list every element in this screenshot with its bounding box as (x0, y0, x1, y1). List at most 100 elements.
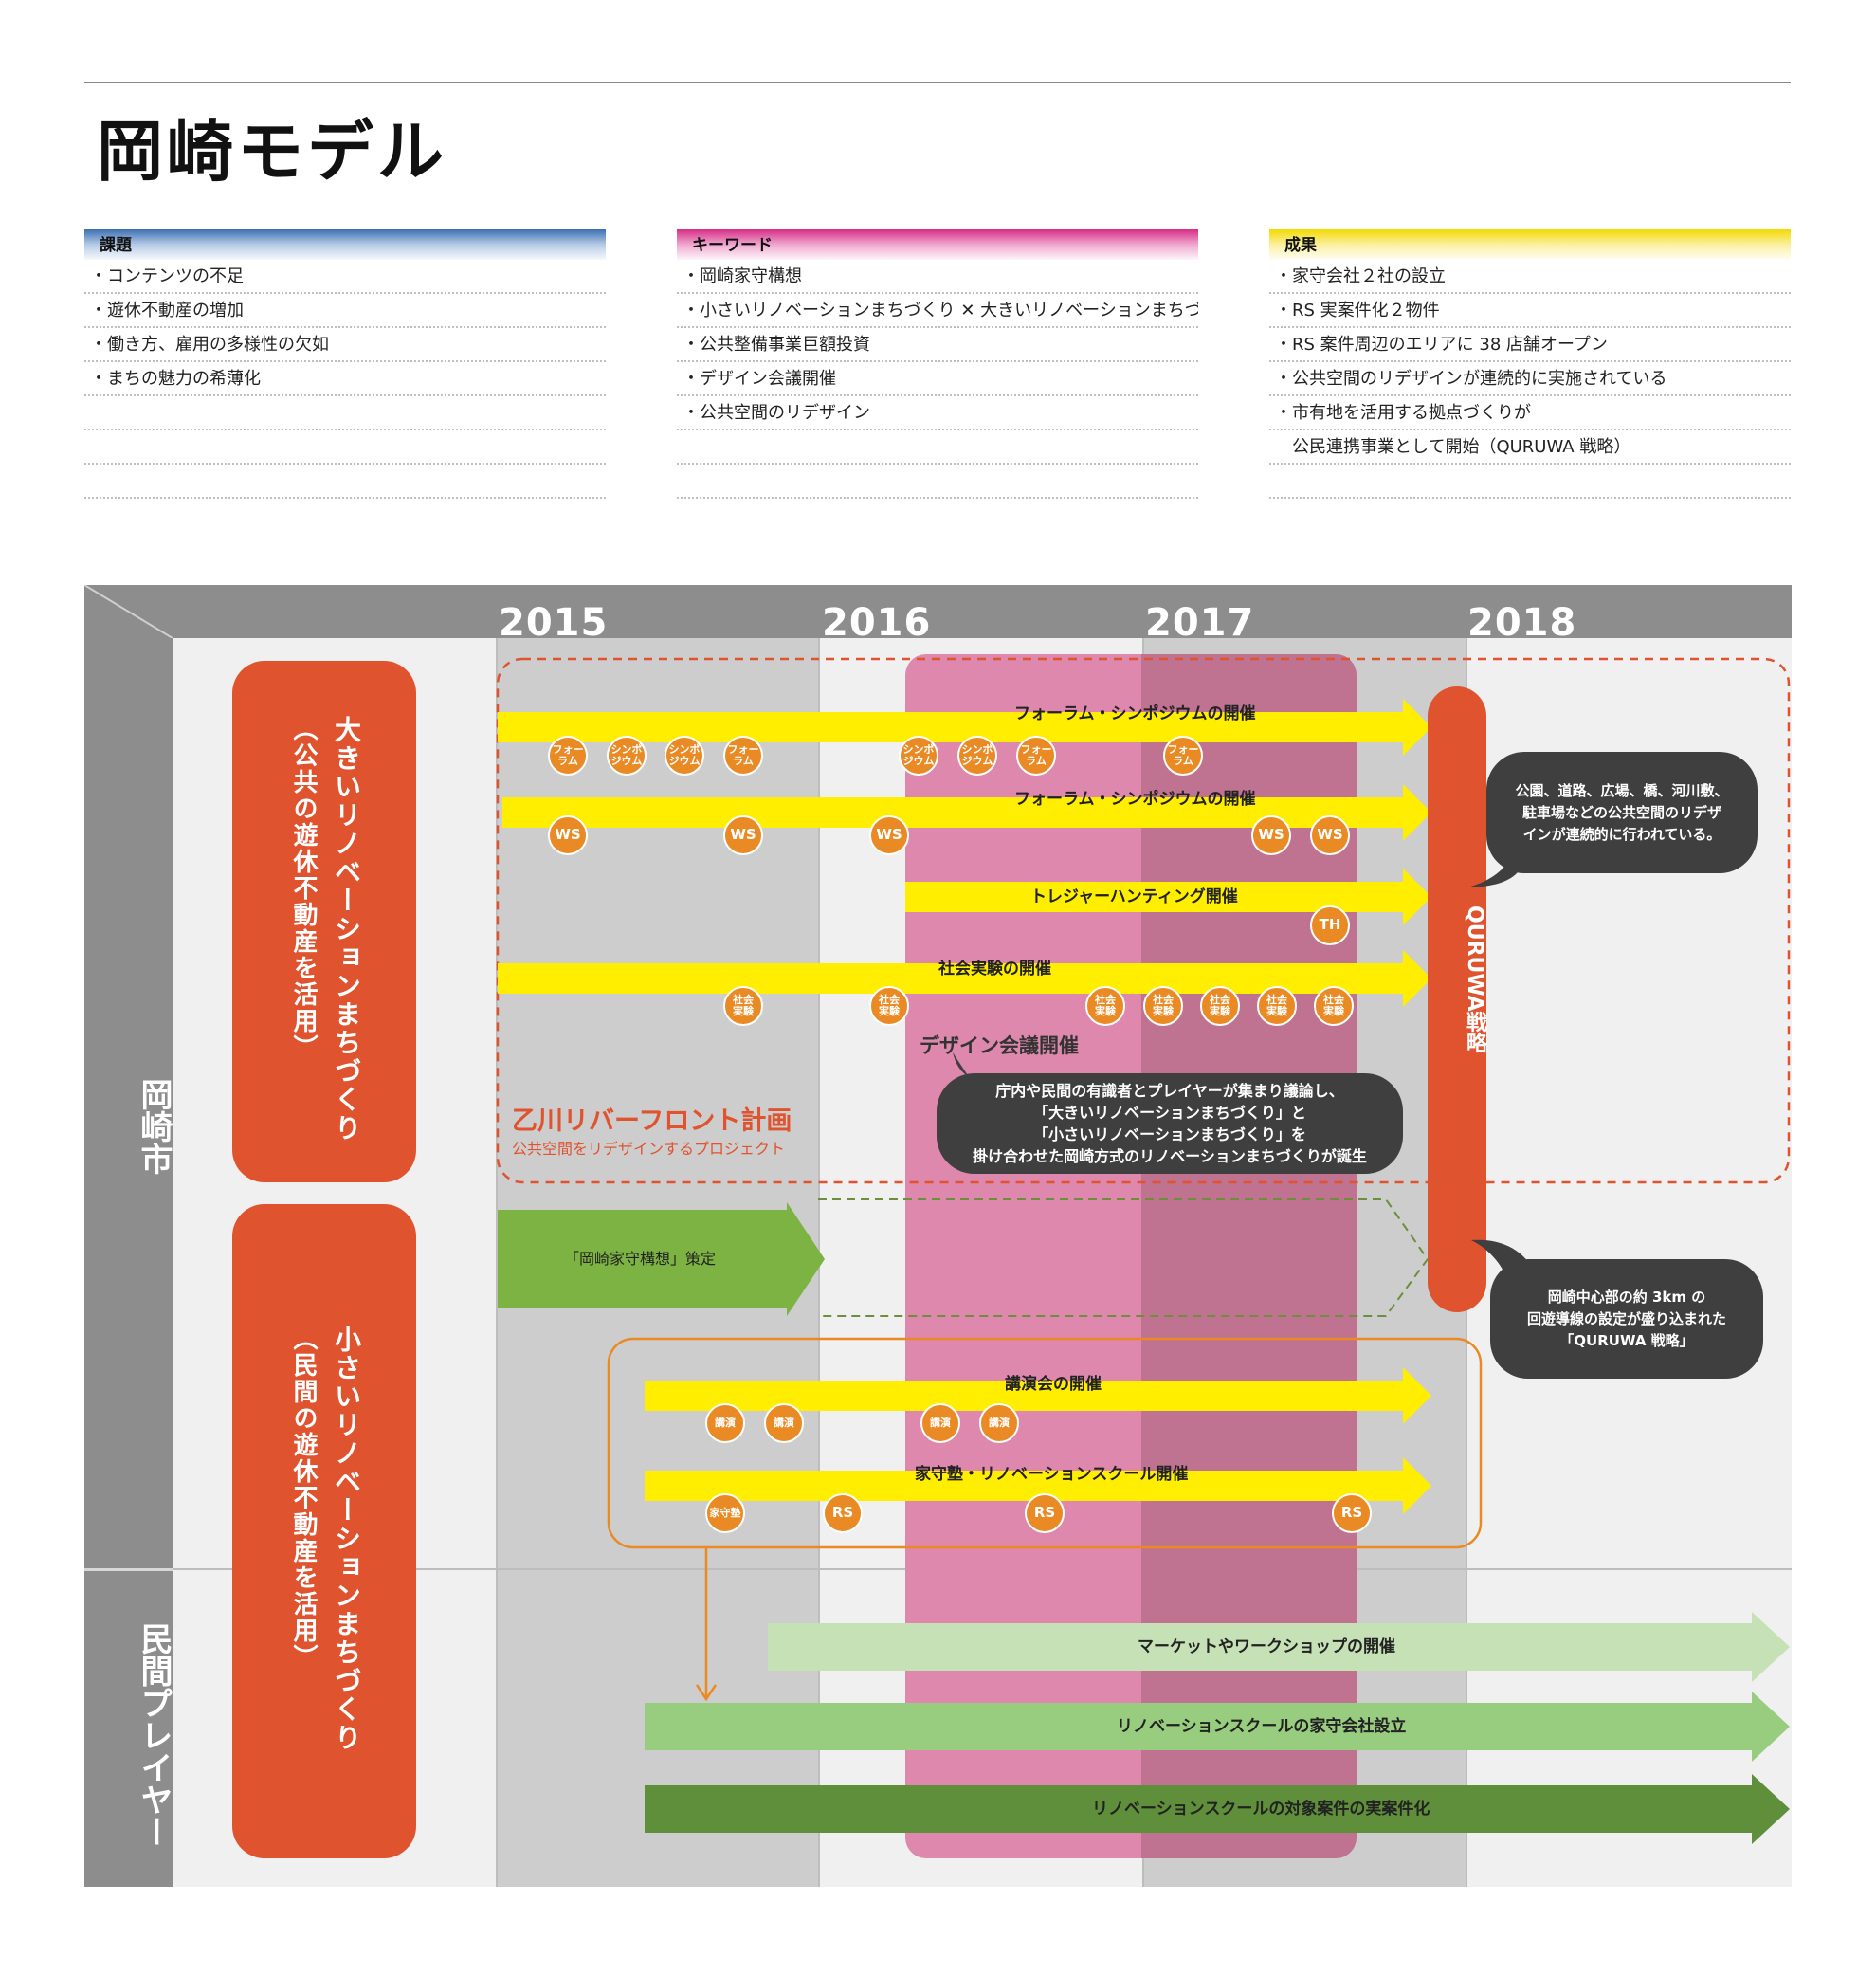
big-renovation-title: 大きいリノベーションまちづくり (331, 716, 362, 1143)
dot-lecture: 講演 (979, 1403, 1019, 1443)
issues-item: ・まちの魅力の希薄化 (84, 362, 606, 396)
dot-lecture: 講演 (705, 1403, 745, 1443)
issues-item: ・遊休不動産の増加 (84, 294, 606, 328)
results-header: 成果 (1269, 229, 1791, 260)
keywords-item: ・小さいリノベーションまちづくり ✕ 大きいリノベーションまちづくり (677, 294, 1198, 328)
keywords-item (677, 430, 1198, 465)
arrow-forum-symposium-2-label: フォーラム・シンポジウムの開催 (1014, 790, 1256, 809)
year-2017: 2017 (1145, 601, 1255, 645)
results-column: 成果 ・家守会社２社の設立 ・RS 実案件化２物件 ・RS 案件周辺のエリアに … (1269, 229, 1791, 499)
dot-rs: RS (823, 1493, 863, 1533)
row-label-city: 岡崎市 (135, 1078, 173, 1175)
issues-item: ・コンテンツの不足 (84, 260, 606, 294)
row-label-column (84, 638, 173, 1887)
big-renovation-box: 大きいリノベーションまちづくり （公共の遊休不動産を活用） (232, 661, 416, 1182)
arrow-renovation-school-label: 家守塾・リノベーションスクール開催 (915, 1465, 1189, 1484)
keywords-column: キーワード ・岡崎家守構想 ・小さいリノベーションまちづくり ✕ 大きいリノベー… (677, 229, 1198, 499)
public-space-bubble-line: 公園、道路、広場、橋、河川敷、 (1515, 781, 1729, 799)
quruwa-strategy-label: QURUWA戦略 (1463, 905, 1486, 1053)
dot-ws: WS (1310, 815, 1350, 855)
keywords-list: ・岡崎家守構想 ・小さいリノベーションまちづくり ✕ 大きいリノベーションまちづ… (677, 260, 1198, 499)
dot-yamori-juku: 家守塾 (705, 1493, 745, 1533)
issues-header: 課題 (84, 229, 606, 260)
dot-social-experiment: 社会実験 (1257, 986, 1297, 1026)
arrow-market-workshop: マーケットやワークショップの開催 (768, 1612, 1790, 1682)
keywords-item: ・公共空間のリデザイン (677, 396, 1198, 430)
results-item (1269, 465, 1791, 499)
arrow-yamori-company-label: リノベーションスクールの家守会社設立 (1117, 1717, 1407, 1736)
keywords-item: ・デザイン会議開催 (677, 362, 1198, 396)
row-label-private: 民間プレイヤー (135, 1622, 173, 1848)
arrow-lecture-label: 講演会の開催 (1005, 1375, 1102, 1394)
design-meeting-bubble-line: 掛け合わせた岡崎方式のリノベーションまちづくりが誕生 (973, 1147, 1367, 1165)
public-space-bubble-tail (1467, 834, 1524, 887)
dot-symposium: シンポジウム (665, 736, 704, 776)
dot-forum: フォーラム (1016, 736, 1056, 776)
dot-rs: RS (1332, 1493, 1372, 1533)
row-label-divider (84, 1568, 173, 1571)
arrow-market-workshop-label: マーケットやワークショップの開催 (1138, 1637, 1395, 1656)
dot-rs: RS (1025, 1493, 1065, 1533)
design-meeting-label: デザイン会議開催 (920, 1034, 1079, 1057)
keywords-item: ・公共整備事業巨額投資 (677, 328, 1198, 362)
results-item: 公民連携事業として開始（QURUWA 戦略） (1269, 430, 1791, 465)
quruwa-bubble-line: 回遊導線の設定が盛り込まれた (1526, 1309, 1726, 1327)
otogawa-project-subtitle: 公共空間をリデザインするプロジェクト (512, 1140, 786, 1158)
arrow-yamori-plan-label: 「岡崎家守構想」策定 (564, 1250, 717, 1268)
dot-ws: WS (548, 815, 588, 855)
page-title: 岡崎モデル (97, 113, 447, 191)
issues-list: ・コンテンツの不足 ・遊休不動産の増加 ・働き方、雇用の多様性の欠如 ・まちの魅… (84, 260, 606, 499)
arrow-yamori-company: リノベーションスクールの家守会社設立 (645, 1692, 1790, 1762)
results-item: ・公共空間のリデザインが連続的に実施されている (1269, 362, 1791, 396)
dot-ws: WS (869, 815, 909, 855)
arrow-yamori-plan: 「岡崎家守構想」策定 (498, 1202, 825, 1316)
issues-column: 課題 ・コンテンツの不足 ・遊休不動産の増加 ・働き方、雇用の多様性の欠如 ・ま… (84, 229, 606, 499)
arrow-real-projects-label: リノベーションスクールの対象案件の実案件化 (1092, 1800, 1430, 1819)
results-item: ・市有地を活用する拠点づくりが (1269, 396, 1791, 430)
arrow-real-projects: リノベーションスクールの対象案件の実案件化 (645, 1774, 1790, 1844)
dot-symposium: シンポジウム (957, 736, 997, 776)
yamori-plan-extension (818, 1198, 1430, 1317)
dot-lecture: 講演 (920, 1403, 960, 1443)
quruwa-bubble: 岡崎中心部の約 3km の 回遊導線の設定が盛り込まれた 「QURUWA 戦略」 (1490, 1259, 1763, 1379)
issues-item (84, 430, 606, 465)
dot-symposium: シンポジウム (607, 736, 647, 776)
small-renovation-box: 小さいリノベーションまちづくり （民間の遊休不動産を活用） (232, 1204, 416, 1858)
year-2015: 2015 (499, 601, 609, 645)
top-rule (84, 82, 1791, 83)
public-space-bubble: 公園、道路、広場、橋、河川敷、 駐車場などの公共空間のリデザ インが連続的に行わ… (1486, 752, 1758, 873)
results-item: ・RS 案件周辺のエリアに 38 店舗オープン (1269, 328, 1791, 362)
year-divider (496, 638, 498, 1887)
dot-ws: WS (1251, 815, 1291, 855)
keywords-header: キーワード (677, 229, 1198, 260)
quruwa-bubble-line: 岡崎中心部の約 3km の (1547, 1288, 1706, 1306)
dot-treasure-hunting: TH (1310, 905, 1350, 945)
dot-forum: フォーラム (723, 736, 763, 776)
dot-forum: フォーラム (548, 736, 588, 776)
big-renovation-subtitle: （公共の遊休不動産を活用） (289, 716, 318, 1061)
public-space-bubble-line: インが連続的に行われている。 (1522, 825, 1721, 843)
otogawa-project-title: 乙川リバーフロント計画 (512, 1106, 792, 1136)
issues-item (84, 465, 606, 499)
keywords-item (677, 465, 1198, 499)
year-2018: 2018 (1467, 601, 1577, 645)
design-meeting-bubble-line: 庁内や民間の有識者とプレイヤーが集まり議論し、 (995, 1082, 1344, 1100)
lecture-school-frame (607, 1337, 1483, 1549)
dot-social-experiment: 社会実験 (1143, 986, 1183, 1026)
dot-social-experiment: 社会実験 (1085, 986, 1125, 1026)
arrow-treasure-hunting-label: トレジャーハンティング開催 (1030, 887, 1238, 906)
small-renovation-subtitle: （民間の遊休不動産を活用） (289, 1326, 318, 1671)
arrow-social-experiment-label: 社会実験の開催 (938, 960, 1051, 978)
design-meeting-bubble-line: 「小さいリノベーションまちづくり」を (1033, 1125, 1306, 1143)
year-2016: 2016 (822, 601, 932, 645)
arrow-treasure-hunting: トレジャーハンティング開催 (905, 869, 1431, 925)
arrow-forum-symposium-1-label: フォーラム・シンポジウムの開催 (1014, 704, 1256, 723)
design-meeting-bubble: 庁内や民間の有識者とプレイヤーが集まり議論し、 「大きいリノベーションまちづくり… (937, 1073, 1403, 1174)
results-item: ・RS 実案件化２物件 (1269, 294, 1791, 328)
dot-lecture: 講演 (764, 1403, 804, 1443)
dot-social-experiment: 社会実験 (869, 986, 909, 1026)
design-meeting-bubble-line: 「大きいリノベーションまちづくり」と (1033, 1104, 1306, 1122)
results-item: ・家守会社２社の設立 (1269, 260, 1791, 294)
results-list: ・家守会社２社の設立 ・RS 実案件化２物件 ・RS 案件周辺のエリアに 38 … (1269, 260, 1791, 499)
quruwa-bubble-line: 「QURUWA 戦略」 (1559, 1331, 1694, 1349)
